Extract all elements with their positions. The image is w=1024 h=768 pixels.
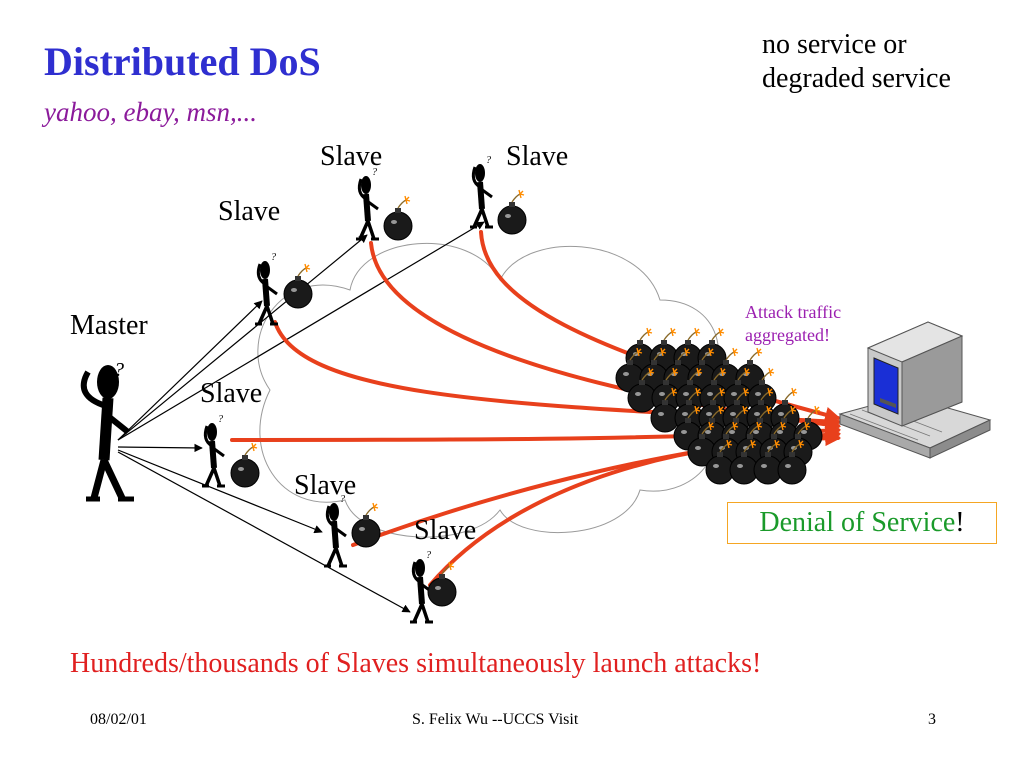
slave-figure-icon [470, 155, 493, 227]
master-figure-icon: ? [80, 359, 134, 502]
bomb-icon [383, 195, 413, 241]
page-title: Distributed DoS [44, 39, 321, 84]
bomb-icon [283, 263, 313, 309]
slave-figure-icon [202, 414, 225, 486]
footer-center: S. Felix Wu --UCCS Visit [412, 711, 579, 728]
footer-page-number: 3 [928, 711, 936, 728]
slave-figure-icon [324, 494, 347, 566]
slave-label: Slave [506, 141, 569, 172]
slave-figure-icon [356, 167, 379, 239]
bomb-icon [427, 561, 457, 607]
slave-label: Slave [218, 196, 281, 227]
slave-label: Slave [414, 515, 477, 546]
bomb-icon [497, 189, 527, 235]
denial-of-service-text: Denial of Service [759, 507, 956, 538]
svg-text:?: ? [114, 359, 124, 381]
bomb-icon [230, 442, 260, 488]
banner-text: Hundreds/thousands of Slaves simultaneou… [70, 648, 762, 679]
control-arrows [117, 221, 485, 613]
service-note: no service or degraded service [762, 29, 951, 94]
slave-label: Slave [320, 141, 383, 172]
footer-date: 08/02/01 [90, 711, 147, 728]
attack-traffic-label: Attack traffic aggregated! [745, 302, 842, 345]
page-subtitle: yahoo, ebay, msn,... [44, 97, 257, 127]
master-label: Master [70, 310, 148, 341]
denial-of-service-bang: ! [955, 507, 965, 538]
slave-label: Slave [200, 378, 263, 409]
computer-icon [838, 321, 992, 459]
slave-label: Slave [294, 470, 357, 501]
denial-of-service-box: Denial of Service! [727, 502, 997, 544]
